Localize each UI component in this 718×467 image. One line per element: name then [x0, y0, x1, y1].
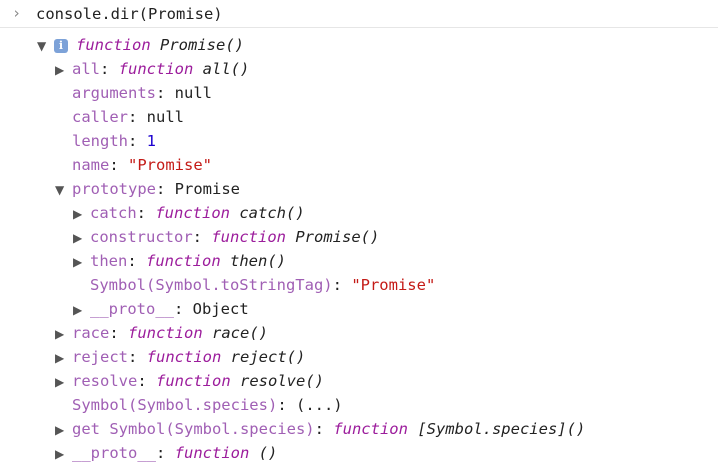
fn-name: all(): [202, 60, 250, 78]
property-key: race: [72, 324, 110, 342]
tree-row-to-string-tag: Symbol(Symbol.toStringTag): "Promise": [90, 276, 436, 294]
fn-name: Promise(): [160, 36, 244, 54]
property-value: null: [146, 108, 184, 126]
property-key: arguments: [72, 84, 156, 102]
tree-row-prototype[interactable]: ▼prototype: Promise: [55, 177, 240, 201]
property-value: 1: [146, 132, 157, 150]
tree-row-species-getter[interactable]: ▶get Symbol(Symbol.species): function [S…: [55, 417, 585, 441]
triangle-right-icon[interactable]: ▶: [55, 423, 65, 437]
tree-row-catch[interactable]: ▶catch: function catch(): [73, 201, 305, 225]
property-value: "Promise": [351, 276, 436, 294]
fn-keyword: function: [155, 204, 230, 222]
triangle-right-icon[interactable]: ▶: [55, 63, 65, 77]
property-key: resolve: [72, 372, 138, 390]
property-key: prototype: [72, 180, 156, 198]
property-key: name: [72, 156, 110, 174]
tree-row-constructor[interactable]: ▶constructor: function Promise(): [73, 225, 379, 249]
triangle-right-icon[interactable]: ▶: [73, 303, 83, 317]
fn-keyword: function: [156, 372, 231, 390]
tree-row-reject[interactable]: ▶reject: function reject(): [55, 345, 305, 369]
tree-row-then[interactable]: ▶then: function then(): [73, 249, 286, 273]
property-key: all: [72, 60, 100, 78]
property-key: Symbol(Symbol.species): [72, 396, 278, 414]
fn-name: (): [258, 444, 278, 462]
tree-row-proto[interactable]: ▶__proto__: function (): [55, 441, 277, 465]
property-value: "Promise": [128, 156, 212, 174]
fn-keyword: function: [146, 348, 222, 366]
triangle-down-icon[interactable]: ▼: [37, 39, 47, 53]
console-command[interactable]: console.dir(Promise): [36, 5, 223, 23]
tree-row-all[interactable]: ▶all: function all(): [55, 57, 249, 81]
fn-keyword: function: [118, 60, 194, 78]
tree-row-length: length: 1: [72, 132, 157, 150]
property-key: __proto__: [72, 444, 156, 462]
property-key: length: [72, 132, 128, 150]
fn-keyword: function: [146, 252, 221, 270]
tree-row-caller: caller: null: [72, 108, 184, 126]
getter-value-placeholder[interactable]: (...): [295, 396, 343, 414]
fn-name: reject(): [230, 348, 306, 366]
fn-keyword: function: [76, 36, 151, 54]
property-key: constructor: [90, 228, 193, 246]
fn-keyword: function: [211, 228, 286, 246]
tree-row-arguments: arguments: null: [72, 84, 212, 102]
tree-row-name: name: "Promise": [72, 156, 212, 174]
fn-keyword: function: [333, 420, 408, 438]
triangle-right-icon[interactable]: ▶: [73, 255, 83, 269]
tree-root-row[interactable]: ▼ i function Promise(): [37, 33, 244, 57]
property-key: get Symbol(Symbol.species): [72, 420, 315, 438]
triangle-right-icon[interactable]: ▶: [73, 231, 83, 245]
tree-row-resolve[interactable]: ▶resolve: function resolve(): [55, 369, 324, 393]
fn-name: race(): [212, 324, 268, 342]
property-key: caller: [72, 108, 128, 126]
property-key: catch: [90, 204, 137, 222]
fn-keyword: function: [128, 324, 203, 342]
console-input-line[interactable]: › console.dir(Promise): [0, 0, 718, 28]
property-key: Symbol(Symbol.toStringTag): [90, 276, 333, 294]
fn-name: Promise(): [295, 228, 380, 246]
fn-keyword: function: [174, 444, 250, 462]
fn-name: resolve(): [240, 372, 324, 390]
tree-row-species[interactable]: Symbol(Symbol.species): (...): [72, 396, 343, 414]
property-value: null: [174, 84, 212, 102]
info-icon[interactable]: i: [54, 39, 68, 53]
tree-row-race[interactable]: ▶race: function race(): [55, 321, 268, 345]
property-key: __proto__: [90, 300, 174, 318]
triangle-down-icon[interactable]: ▼: [55, 183, 65, 197]
property-key: reject: [72, 348, 128, 366]
property-value: Promise: [174, 180, 240, 198]
triangle-right-icon[interactable]: ▶: [55, 375, 65, 389]
tree-row-prototype-proto[interactable]: ▶__proto__: Object: [73, 297, 249, 321]
chevron-right-icon: ›: [12, 4, 22, 22]
property-key: then: [90, 252, 128, 270]
triangle-right-icon[interactable]: ▶: [55, 327, 65, 341]
triangle-right-icon[interactable]: ▶: [73, 207, 83, 221]
fn-name: then(): [230, 252, 286, 270]
fn-name: catch(): [239, 204, 305, 222]
property-value: Object: [192, 300, 249, 318]
triangle-right-icon[interactable]: ▶: [55, 351, 65, 365]
triangle-right-icon[interactable]: ▶: [55, 447, 65, 461]
fn-name: [Symbol.species](): [417, 420, 586, 438]
